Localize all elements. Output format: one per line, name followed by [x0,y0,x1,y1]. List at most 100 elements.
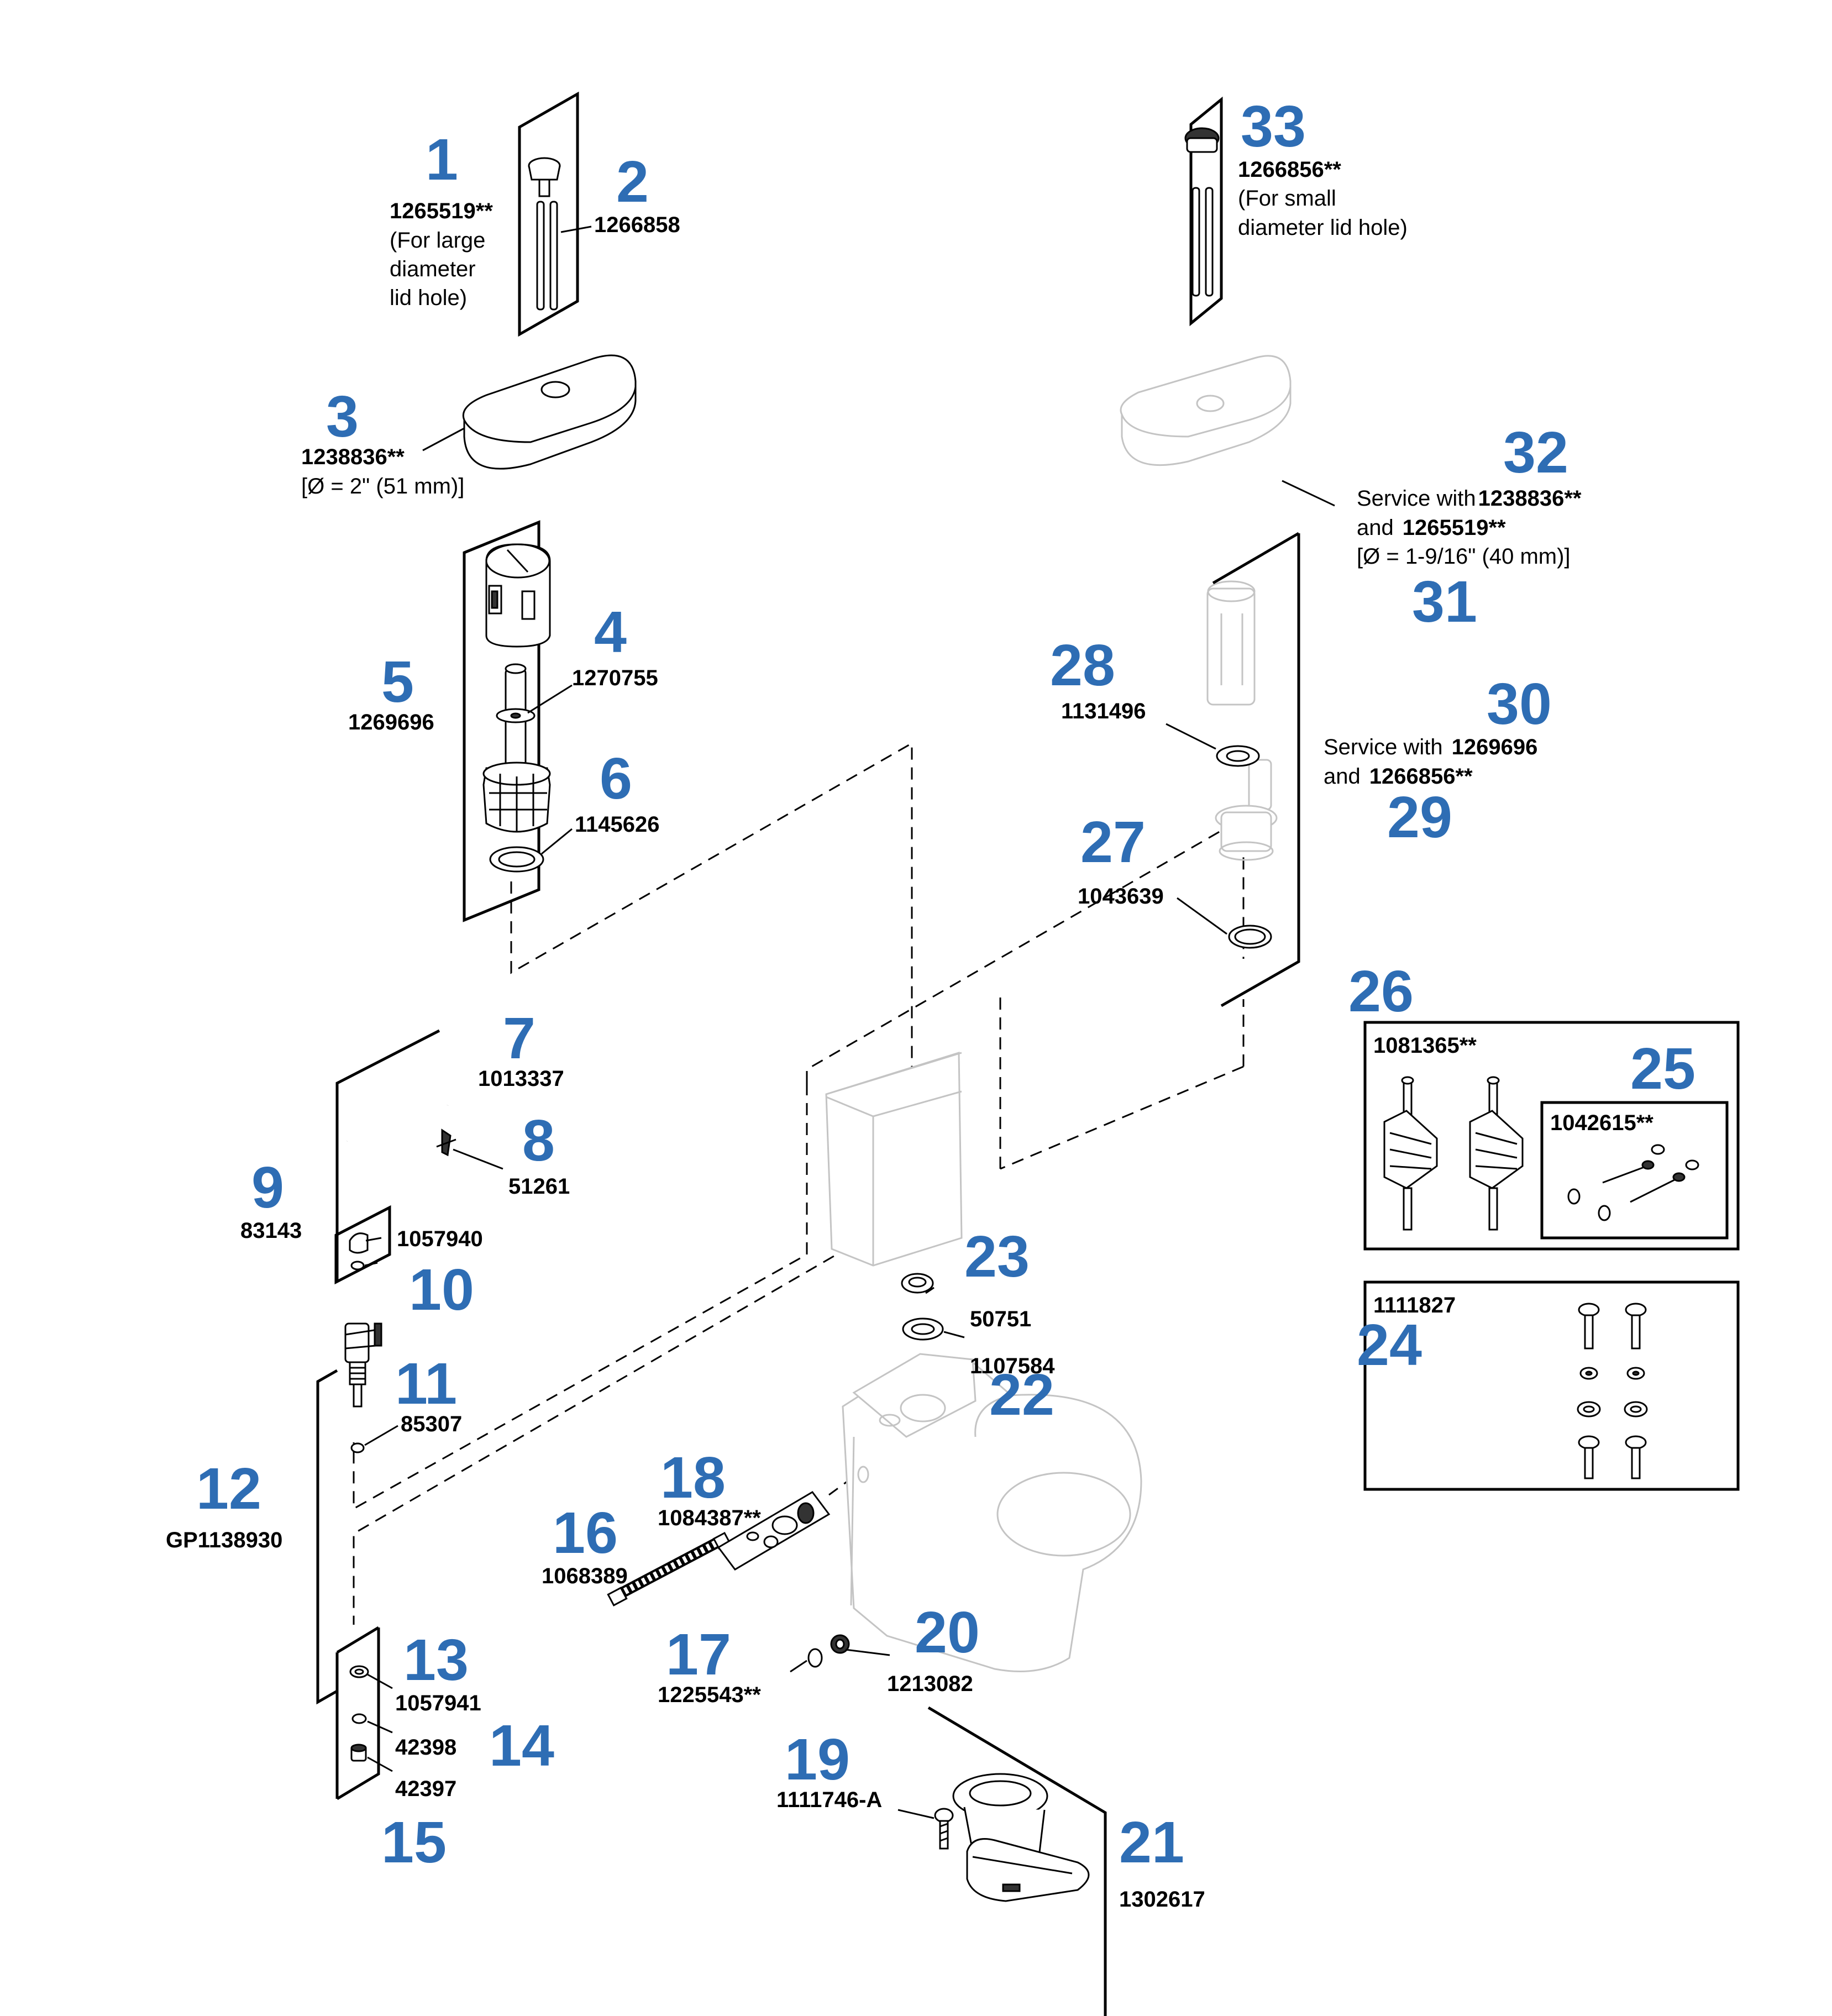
bolt-kit-25-drawing [1567,1144,1699,1221]
callout-16: 16 [553,1500,618,1566]
valve-kit-18-drawing [717,1491,831,1571]
callout-9: 9 [251,1155,284,1220]
part-no-4: 1270755 [572,666,658,690]
callout-numbers: 1 2 3 4 5 6 7 8 9 10 11 12 13 14 15 16 1… [196,94,1695,1875]
part-no-20: 1213082 [887,1672,973,1696]
part-no-18: 1084387** [658,1506,761,1530]
part-no-9: 83143 [240,1219,302,1243]
valve-body-6-drawing [482,762,551,873]
part-no-15: 42397 [395,1777,456,1801]
clip-8-drawing [436,1128,456,1157]
callout-19: 19 [785,1727,850,1792]
panel-frames [316,91,1740,2016]
callout-6: 6 [600,746,632,811]
part-no-19: 1111746-A [776,1788,882,1812]
part-no-23: 50751 [970,1307,1031,1331]
valve-tube-4-drawing [496,663,536,769]
tank-lid-3-drawing [463,354,637,470]
float-assembly-9-10-drawing [349,1232,382,1271]
part-no-2: 1266858 [594,213,680,237]
note-1-line-3: lid hole) [390,286,467,310]
washer-28-drawing [1216,745,1260,767]
callout-26: 26 [1348,959,1414,1024]
svg-text:and 1266856**: and 1266856** [1324,764,1473,789]
flush-button-33-drawing [1184,127,1220,297]
washers-13-15-drawing [349,1665,369,1762]
callout-24: 24 [1357,1313,1422,1378]
tank-ghost [825,1051,963,1267]
part-no-22: 1107584 [970,1354,1055,1378]
callout-7: 7 [503,1006,536,1071]
screw-19-drawing [934,1808,954,1850]
flange-21-drawing [952,1773,1090,1902]
service-note-valve: Service with 1269696 and 1266856** [1324,735,1537,789]
leader-lines [364,225,1335,1819]
part-no-11: 85307 [401,1412,462,1436]
part-no-16: 1068389 [542,1564,628,1588]
service-note-32-part-a: 1238836** [1478,486,1582,511]
service-note-32-and: and [1357,516,1394,540]
part-no-33: 1266856** [1238,158,1341,182]
part-no-25: 1042615** [1550,1111,1653,1135]
service-note-32-prefix: Service with [1357,486,1476,511]
callout-22: 22 [989,1362,1054,1427]
part-no-1: 1265519** [390,199,493,223]
callout-5: 5 [381,649,414,715]
part-no-21: 1302617 [1119,1887,1205,1912]
part-no-3: 1238836** [301,445,405,469]
service-note-32-dim: [Ø = 1-9/16" (40 mm)] [1357,544,1571,569]
service-note-lid-small: Service with 1238836** and 1265519** [Ø … [1357,486,1582,569]
part-no-14: 42398 [395,1735,456,1760]
svg-text:Service with 1269696: Service with 1269696 [1324,735,1537,759]
service-note-30-part-a: 1269696 [1452,735,1538,759]
part-no-5: 1269696 [348,710,434,734]
callout-14: 14 [489,1713,554,1778]
part-drawings [344,127,1699,1902]
rods-2-drawing [536,201,558,311]
callout-28: 28 [1050,633,1115,698]
callout-32: 32 [1503,420,1568,485]
refill-tube-7-drawing [345,1089,451,1143]
callout-8: 8 [522,1108,555,1173]
callout-33: 33 [1241,94,1306,159]
callout-15: 15 [381,1810,447,1875]
callout-18: 18 [660,1445,726,1510]
callout-10: 10 [409,1257,474,1322]
part-no-27: 1043639 [1078,884,1164,909]
part-no-17: 1225543** [658,1683,761,1707]
flush-valve-ghost [1206,580,1278,861]
callout-20: 20 [915,1600,980,1665]
note-1-line-2: diameter [390,257,476,281]
part-no-8: 51261 [508,1174,570,1199]
service-note-30-prefix: Service with [1324,735,1443,759]
note-3: [Ø = 2" (51 mm)] [301,474,464,498]
service-note-32-part-b: 1265519** [1403,516,1506,540]
callout-27: 27 [1080,810,1146,875]
part-no-10: 1057940 [397,1227,483,1251]
callout-17: 17 [666,1622,731,1687]
callout-25: 25 [1630,1036,1695,1101]
part-no-6: 1145626 [575,812,660,837]
callout-12: 12 [196,1456,261,1521]
bolt-kit-24-drawing [1577,1303,1648,1479]
note-33-line-1: (For small [1238,186,1336,211]
part-no-26: 1081365** [1373,1033,1477,1058]
svg-text:and 1265519**: and 1265519** [1357,516,1506,540]
callout-1: 1 [426,127,458,192]
callout-2: 2 [616,149,649,214]
callout-29: 29 [1387,785,1452,850]
part-no-12: GP1138930 [166,1528,282,1552]
bowl-ghost [842,1353,1142,1672]
tank-gaskets-22-23-drawing [901,1273,944,1341]
ghost-parts [825,355,1292,1672]
callout-31: 31 [1412,569,1477,634]
callout-23: 23 [964,1224,1030,1289]
svg-text:Service with 1238836**: Service with 1238836** [1357,486,1582,511]
callout-4: 4 [594,600,627,665]
washers-17-20-drawing [807,1634,850,1668]
hinge-kit-26-drawing [1383,1076,1524,1231]
callout-30: 30 [1487,671,1552,737]
part-number-labels: 1265519** (For large diameter lid hole) … [166,158,1653,1912]
small-lid-ghost [1120,355,1292,466]
